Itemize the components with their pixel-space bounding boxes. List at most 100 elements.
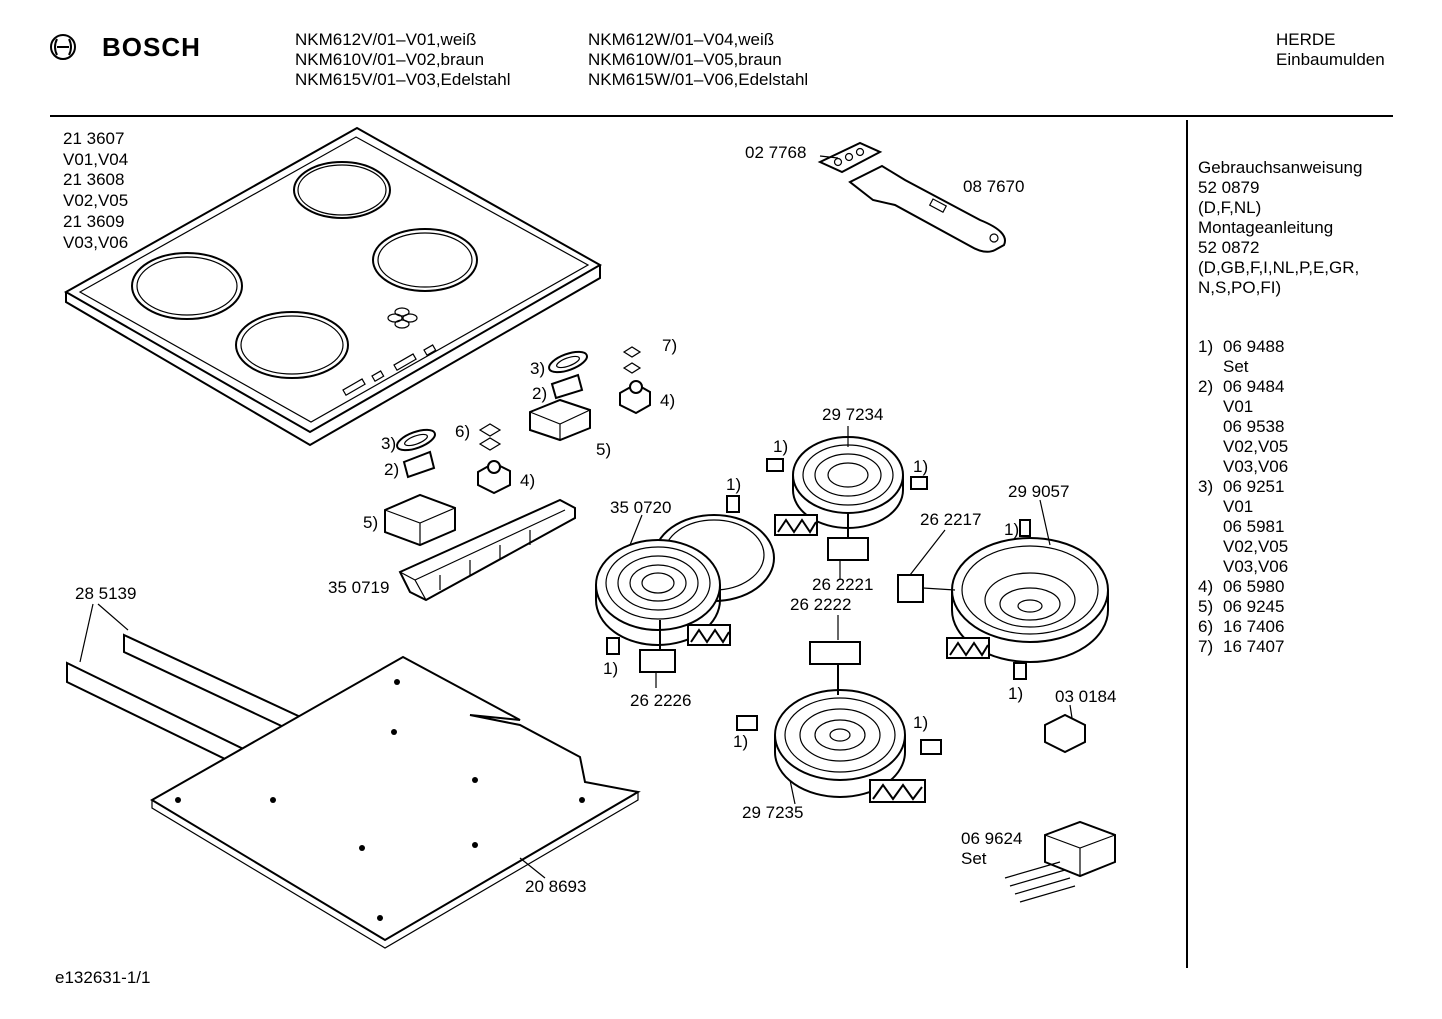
sidebar-line: 52 0872 (1198, 238, 1260, 257)
terminal-clips (606, 458, 1031, 755)
ref-number: 1) (913, 457, 928, 476)
ref-number: 1) (603, 659, 618, 678)
ref-number: 1) (1004, 520, 1019, 539)
part-number-label: 26 2217 (920, 510, 981, 529)
part-ref-value: V01 (1223, 497, 1254, 516)
ref-number: 1) (726, 475, 741, 494)
part-ref-number: 6) (1198, 617, 1214, 636)
part-number-label: 29 7234 (822, 405, 883, 424)
leader-lines (629, 426, 1051, 805)
category-block: HERDE Einbaumulden (1276, 30, 1385, 70)
model-list-right: NKM612W/01–V04,weiß NKM610W/01–V05,braun… (588, 30, 808, 90)
category-title: HERDE (1276, 30, 1336, 49)
sidebar-line: N,S,PO,FI) (1198, 278, 1282, 297)
part-number-label: 29 9057 (1008, 482, 1069, 501)
part-ref-value: 06 9251 (1223, 477, 1285, 496)
part-number-label: 35 0719 (328, 578, 389, 597)
ref-number: 5) (596, 440, 611, 459)
parts-list-item: 7) 16 7407 (1198, 637, 1288, 657)
model-line: NKM612V/01–V01,weiß (295, 30, 477, 49)
radiant-heater-299057 (897, 537, 1109, 663)
footer-code: e132631-1/1 (55, 968, 151, 987)
ref-number: 1) (1008, 684, 1023, 703)
ref-number: 1) (773, 437, 788, 456)
part-number-label: 20 8693 (525, 877, 586, 896)
part-ref-value: V03,V06 (1223, 457, 1289, 476)
part-number-label: 21 3607 (63, 129, 125, 148)
part-ref-value: 06 9538 (1223, 417, 1285, 436)
part-number-label: 08 7670 (963, 177, 1024, 196)
part-ref-value: 06 9484 (1223, 377, 1285, 396)
parts-list: 1) 06 9488 Set 2) 06 9484 V01 06 9538 V0… (1198, 337, 1288, 657)
parts-list-item: 3) 06 9251 V01 06 5981 V02,V05 V03,V06 (1198, 477, 1288, 577)
part-ref-value: V03,V06 (1223, 557, 1289, 576)
model-line: NKM612W/01–V04,weiß (588, 30, 775, 49)
ref-number: 4) (520, 471, 535, 490)
part-ref-number: 4) (1198, 577, 1214, 596)
variant-label: V01,V04 (63, 149, 129, 169)
ref-number: 2) (384, 460, 399, 479)
control-panel-rail (398, 498, 576, 602)
part-ref-value: 06 5980 (1223, 577, 1285, 596)
part-ref-number: 3) (1198, 477, 1214, 496)
part-ref-value: 06 9488 (1223, 337, 1285, 356)
parts-list-item: 6) 16 7406 (1198, 617, 1288, 637)
model-line: NKM615W/01–V06,Edelstahl (588, 70, 809, 89)
control-knob-parts (384, 346, 651, 547)
part-ref-value: 06 9245 (1223, 597, 1285, 616)
heater-symbols (687, 514, 990, 803)
part-ref-values: 06 9484 V01 06 9538 V02,V05 V03,V06 (1223, 377, 1288, 477)
base-plate (150, 655, 641, 949)
part-ref-value: 06 5981 (1223, 517, 1285, 536)
parts-list-item: 2) 06 9484 V01 06 9538 V02,V05 V03,V06 (1198, 377, 1288, 477)
radiant-heater-297235 (774, 641, 906, 798)
part-ref-number: 1) (1198, 337, 1214, 356)
part-number-label: 02 7768 (745, 143, 806, 162)
part-number-label: 28 5139 (75, 584, 136, 603)
hob-code-labels: 21 3607 V01,V04 21 3608 V02,V05 21 3609 … (63, 129, 128, 253)
bosch-logo (48, 32, 78, 67)
ref-number: 1) (733, 732, 748, 751)
terminal-block-030184 (1044, 704, 1086, 754)
brand-name: BOSCH (102, 32, 201, 62)
model-line: NKM615V/01–V03,Edelstahl (295, 70, 511, 89)
ref-number: 4) (660, 391, 675, 410)
part-number-label: 26 2226 (630, 691, 691, 710)
leader-line (909, 529, 946, 576)
model-line: NKM610W/01–V05,braun (588, 50, 782, 69)
scraper-tool (817, 141, 1006, 253)
connector-set-069624 (1004, 820, 1116, 903)
part-ref-number: 7) (1198, 637, 1214, 656)
variant-label: V03,V06 (63, 232, 129, 252)
parts-list-item: 4) 06 5980 (1198, 577, 1288, 597)
part-ref-value: V02,V05 (1223, 437, 1289, 456)
part-number-label: 29 7235 (742, 803, 803, 822)
part-ref-value: V02,V05 (1223, 537, 1289, 556)
variant-label: V02,V05 (63, 191, 129, 211)
sidebar-info: Gebrauchsanweisung 52 0879 (D,F,NL) Mont… (1198, 158, 1362, 298)
radiant-heater-350720 (595, 514, 775, 673)
part-number-label: 35 0720 (610, 498, 671, 517)
parts-list-item: 5) 06 9245 (1198, 597, 1288, 617)
sidebar-line: (D,GB,F,I,NL,P,E,GR, (1198, 258, 1360, 277)
part-number-label: 26 2222 (790, 595, 851, 614)
ref-number: 2) (532, 384, 547, 403)
part-ref-value: 16 7406 (1223, 617, 1285, 636)
part-number-label: 21 3609 (63, 211, 125, 231)
model-line: NKM610V/01–V02,braun (295, 50, 485, 69)
set-label: Set (961, 849, 987, 868)
radiant-heater-297234 (792, 436, 904, 561)
part-number-label: 06 9624 (961, 829, 1022, 848)
sidebar-line: Montageanleitung (1198, 218, 1334, 237)
part-ref-values: 06 9488 Set (1223, 337, 1284, 377)
sidebar-line: (D,F,NL) (1198, 198, 1262, 217)
glass-ceramic-hob (63, 126, 603, 447)
part-number-label: 26 2221 (812, 575, 873, 594)
part-number-label: 21 3608 (63, 170, 125, 190)
model-list-left: NKM612V/01–V01,weiß NKM610V/01–V02,braun… (295, 30, 510, 90)
sidebar-line: 52 0879 (1198, 178, 1260, 197)
ref-number: 3) (530, 359, 545, 378)
ref-number: 5) (363, 513, 378, 532)
bosch-armature-icon (50, 34, 76, 60)
